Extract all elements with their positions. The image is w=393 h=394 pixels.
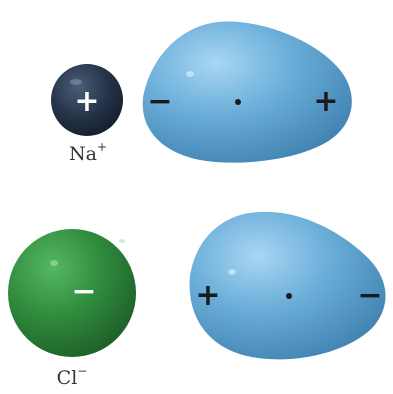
sodium-ion: + — [51, 64, 123, 136]
sodium-ion-charge-sign: + — [74, 84, 99, 119]
molecule-top-center-dot — [235, 99, 241, 105]
polarized-molecule-top: − + — [143, 22, 352, 163]
chloride-ion-label-charge: − — [77, 364, 87, 378]
molecule-bottom-left-sign: + — [195, 278, 220, 313]
chloride-ion-label-base: Cl — [57, 367, 78, 389]
molecule-top-highlight — [186, 71, 194, 77]
molecule-bottom-highlight — [228, 269, 236, 275]
molecule-top-left-sign: − — [147, 84, 172, 119]
chloride-ion-charge-sign: − — [71, 274, 96, 309]
chloride-ion: − — [8, 229, 136, 357]
polarized-molecule-bottom: + − — [190, 212, 386, 360]
molecule-bottom-right-sign: − — [357, 278, 382, 313]
sodium-ion-label: Na+ — [69, 140, 107, 165]
chloride-ion-label: Cl− — [57, 364, 88, 389]
molecule-bottom-center-dot — [286, 293, 292, 299]
chloride-ion-highlight-2 — [119, 239, 125, 243]
sodium-ion-label-base: Na — [69, 143, 97, 165]
chloride-ion-highlight-1 — [50, 260, 58, 266]
molecule-top-right-sign: + — [313, 84, 338, 119]
sodium-ion-label-charge: + — [97, 140, 107, 154]
